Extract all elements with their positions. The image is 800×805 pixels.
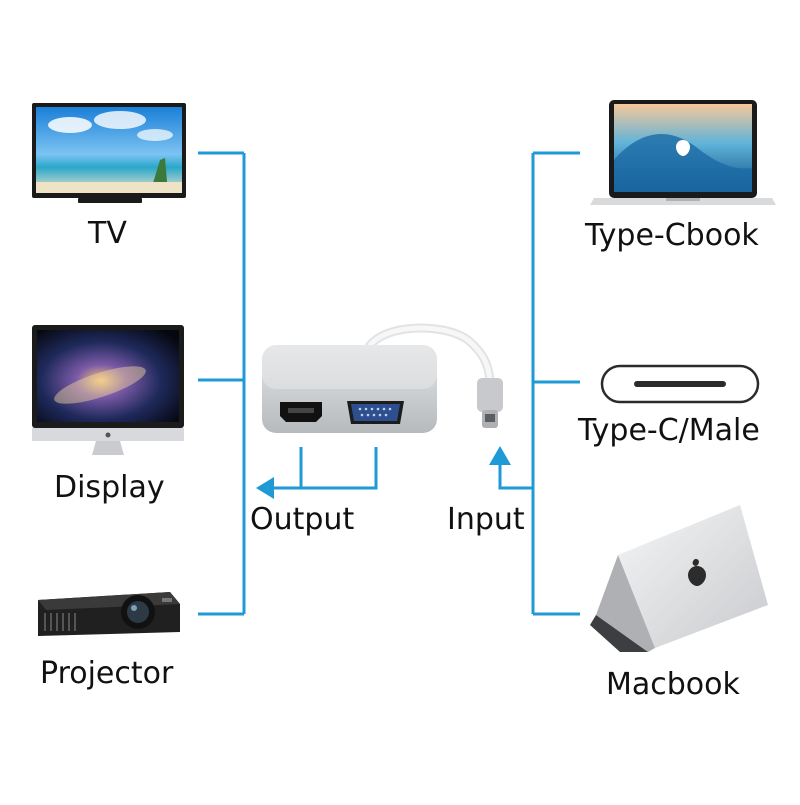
output-bracket: [198, 151, 246, 616]
projector-label: Projector: [40, 656, 174, 691]
display-label: Display: [54, 470, 165, 505]
usb-c-to-hdmi-vga-adapter-icon: [262, 323, 503, 433]
apple-logo-icon: [688, 566, 706, 586]
output-arrow: [256, 447, 378, 499]
macbook-label: Macbook: [606, 667, 740, 702]
apple-logo-icon: [676, 140, 690, 156]
tv-label: TV: [88, 216, 127, 251]
vga-port-icon: [347, 401, 404, 424]
input-bracket: [531, 151, 580, 616]
projector-icon: [38, 592, 180, 636]
monitor-icon: [32, 325, 184, 455]
output-label: Output: [250, 502, 355, 537]
hdmi-port-icon: [280, 402, 322, 422]
input-arrow: [489, 446, 533, 490]
macbook-icon: [590, 505, 768, 652]
tv-icon: [32, 103, 186, 203]
left-arrow-icon: [256, 477, 274, 499]
input-label: Input: [447, 502, 525, 537]
apple-logo-icon: [105, 432, 111, 438]
up-arrow-icon: [489, 446, 511, 465]
type-c-male-label: Type-C/Male: [578, 413, 760, 448]
laptop-icon: [590, 100, 776, 205]
usb-c-port-icon: [600, 364, 760, 404]
type-cbook-label: Type-Cbook: [585, 218, 759, 253]
